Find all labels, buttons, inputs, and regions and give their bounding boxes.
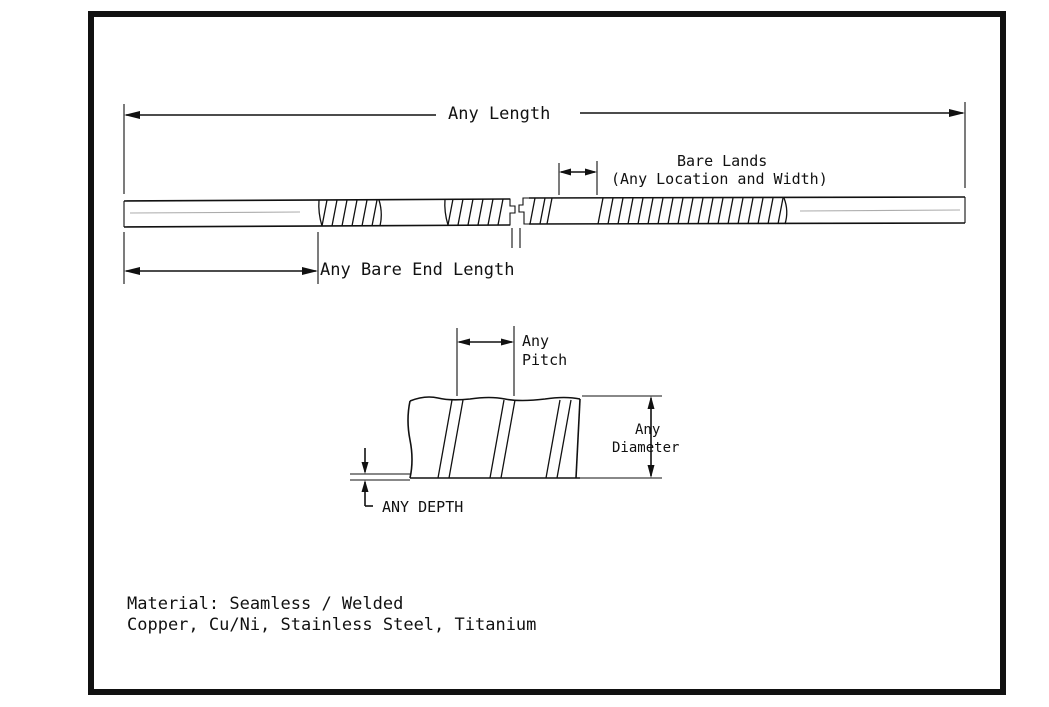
bare-lands-subtitle: (Any Location and Width) bbox=[611, 170, 828, 188]
pitch-dimension: Any Pitch bbox=[456, 326, 567, 396]
any-bare-end-length-label: Any Bare End Length bbox=[320, 260, 514, 280]
diameter-label-line1: Any bbox=[635, 422, 660, 438]
drawing-frame bbox=[88, 11, 1006, 695]
tube-right-segment bbox=[518, 196, 966, 225]
pitch-label-line1: Any bbox=[522, 332, 549, 350]
bare-lands-title: Bare Lands bbox=[677, 152, 767, 170]
material-note-line1: Material: Seamless / Welded bbox=[127, 594, 403, 614]
diameter-label-line2: Diameter bbox=[612, 440, 679, 456]
bare-end-length-dimension: Any Bare End Length bbox=[123, 228, 521, 284]
bare-lands-dimension: Bare Lands (Any Location and Width) bbox=[558, 152, 828, 195]
overall-length-dimension: Any Length bbox=[123, 102, 966, 194]
material-note-line2: Copper, Cu/Ni, Stainless Steel, Titanium bbox=[127, 615, 536, 635]
depth-dimension: ANY DEPTH bbox=[350, 448, 463, 516]
diameter-dimension: Any Diameter bbox=[578, 395, 679, 479]
pitch-label-line2: Pitch bbox=[522, 351, 567, 369]
any-depth-label: ANY DEPTH bbox=[382, 498, 463, 516]
any-length-label: Any Length bbox=[448, 104, 550, 124]
material-notes: Material: Seamless / Welded Copper, Cu/N… bbox=[127, 594, 536, 635]
tube-detail-section bbox=[407, 396, 581, 479]
tube-left-segment bbox=[123, 198, 516, 228]
